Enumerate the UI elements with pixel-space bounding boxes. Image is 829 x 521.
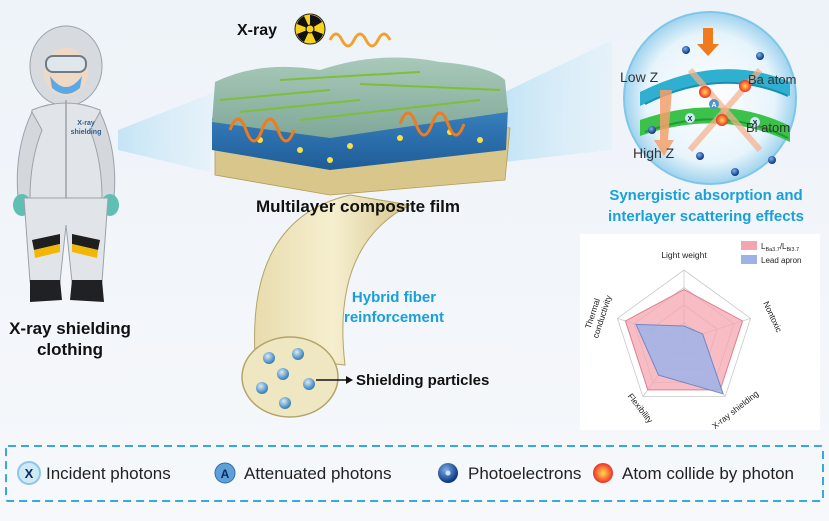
synergy-label-line1: Synergistic absorption and: [609, 187, 802, 204]
shielding-particle: [277, 368, 289, 380]
attenuated-photon-icon: [214, 462, 236, 484]
wave-photon: [398, 111, 466, 137]
legend-item-incident: X Incident photons: [17, 461, 171, 485]
svg-text:X: X: [753, 120, 758, 127]
bi-atom-label: Bi atom: [746, 120, 790, 135]
fiber-label-line2: reinforcement: [344, 309, 444, 326]
film-label: Multilayer composite film: [256, 197, 460, 216]
legend-box: [5, 445, 824, 502]
beam-left: [118, 92, 215, 172]
suit-badge-line2: shielding: [71, 129, 102, 136]
particles-label: Shielding particles: [356, 372, 489, 389]
legend-label-atom-collision: Atom collide by photon: [622, 464, 794, 483]
beam-right: [505, 40, 612, 162]
ba-atom-label: Ba atom: [748, 72, 796, 87]
fiber-label-line1: Hybrid fiber: [352, 289, 436, 306]
multilayer-film: [212, 57, 511, 196]
atom-collision-icon: [593, 463, 613, 483]
suit-badge-line1: X-ray: [77, 120, 95, 127]
legend-label-photoelectron: Photoelectrons: [468, 464, 581, 483]
incident-photon-icon: [17, 461, 41, 485]
legend-item-attenuated: A Attenuated photons: [214, 462, 391, 484]
protective-suit-figure: X-ray shielding: [13, 25, 119, 302]
radar-series-2: [635, 323, 724, 395]
low-z-label: Low Z: [620, 69, 659, 85]
radar-grid-ring: [616, 269, 752, 398]
svg-text:X: X: [25, 466, 34, 481]
radar-legend-swatch-1: [741, 241, 757, 250]
radar-legend-swatch-2: [741, 255, 757, 264]
radar-legend-label-2: Lead apron: [761, 256, 801, 265]
synergy-label-line2: interlayer scattering effects: [608, 208, 804, 225]
shielding-particle: [256, 382, 268, 394]
radar-series-group: [624, 289, 744, 395]
radar-legend-label-1: LBa3.7/LBi3.7: [761, 242, 799, 253]
clothing-label-line1: X-ray shielding: [9, 319, 131, 338]
wave-photon: [228, 117, 296, 143]
shielding-particle: [303, 378, 315, 390]
legend-label-attenuated: Attenuated photons: [244, 464, 391, 483]
xray-wave: [328, 32, 392, 48]
shielding-particle: [279, 397, 291, 409]
radiation-icon: [294, 13, 326, 45]
svg-text:A: A: [711, 102, 716, 109]
svg-text:A: A: [221, 467, 230, 481]
legend-item-photoelectron: Photoelectrons: [438, 463, 581, 483]
high-z-label: High Z: [633, 145, 675, 161]
atom-bubble: A X X: [623, 11, 797, 185]
hybrid-fiber: [241, 194, 412, 418]
shielding-particle: [292, 348, 304, 360]
clothing-label-line2: clothing: [37, 340, 103, 359]
legend-item-atom-collision: Atom collide by photon: [593, 463, 794, 483]
legend-label-incident: Incident photons: [46, 464, 171, 483]
radar-axis-label: Light weight: [661, 250, 707, 260]
svg-text:X: X: [688, 116, 693, 123]
shielding-particle: [263, 352, 275, 364]
xray-label: X-ray: [237, 22, 277, 39]
